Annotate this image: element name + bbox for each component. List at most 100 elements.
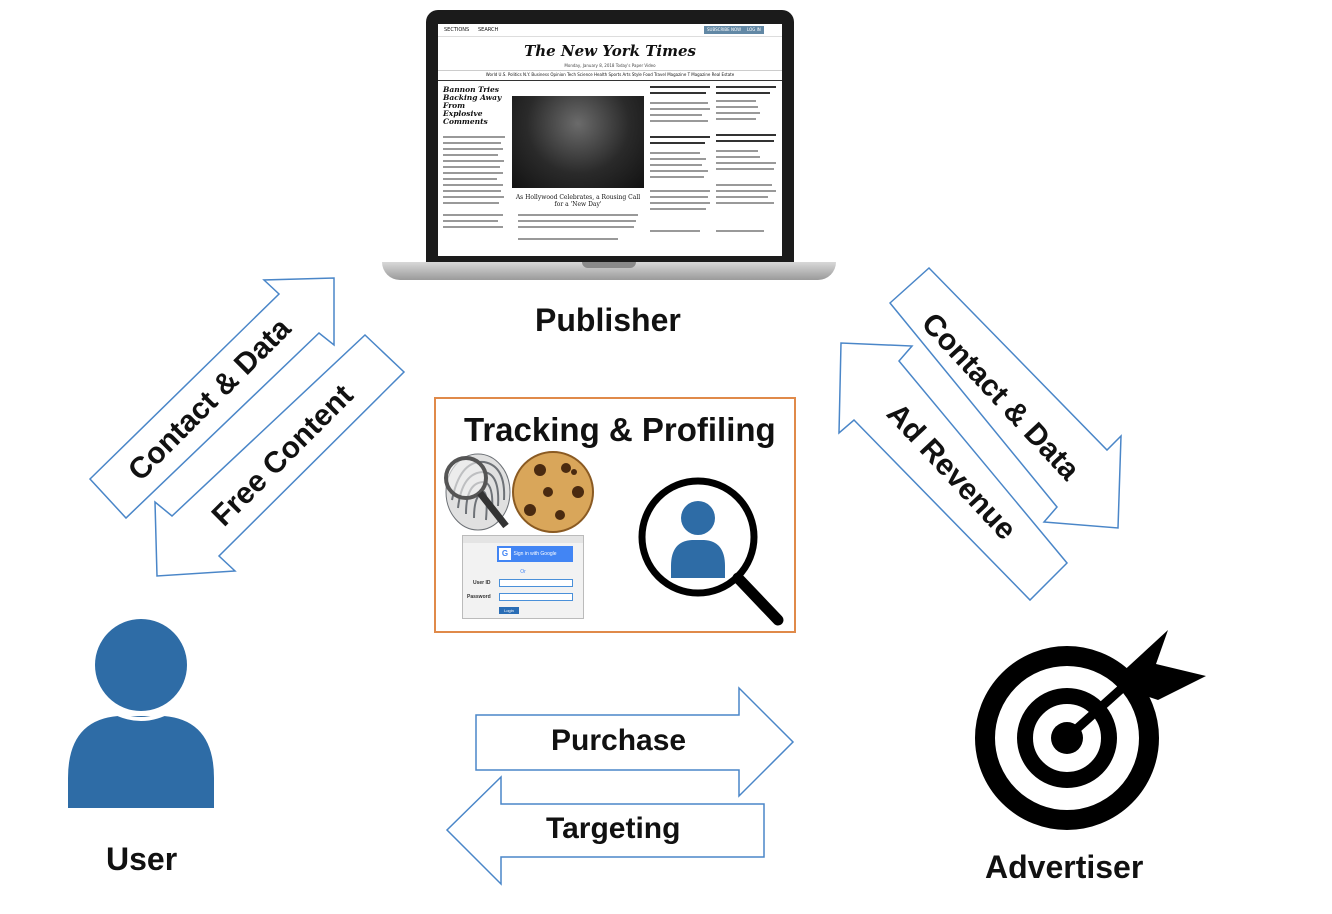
user-id-field (499, 579, 573, 587)
advertiser-label: Advertiser (985, 849, 1144, 885)
text-line (650, 102, 708, 104)
google-g-icon: G (499, 548, 511, 560)
nyt-search-link: SEARCH (478, 27, 499, 33)
text-line (716, 100, 756, 102)
text-line (443, 154, 498, 156)
text-line (650, 136, 710, 138)
google-signin-button: Sign in with Google (497, 546, 573, 562)
nyt-lead-photo (512, 96, 644, 188)
text-line (650, 230, 700, 232)
nyt-top-bar: SECTIONS SEARCH SUBSCRIBE NOW LOG IN (438, 24, 782, 37)
login-button: Login (499, 607, 519, 614)
text-line (443, 160, 504, 162)
text-line (650, 164, 702, 166)
text-line (443, 184, 503, 186)
cookie-icon (512, 451, 594, 533)
text-line (443, 172, 503, 174)
text-line (518, 226, 634, 228)
text-line (518, 214, 638, 216)
text-line (716, 190, 776, 192)
text-line (443, 136, 505, 138)
publisher-label: Publisher (535, 302, 681, 338)
text-line (650, 170, 708, 172)
text-line (716, 140, 774, 142)
fingerprint-magnifier-icon (444, 453, 511, 531)
user-id-label: User ID (473, 580, 491, 586)
text-line (716, 106, 758, 108)
text-line (716, 230, 764, 232)
arrow-label-targeting: Targeting (546, 812, 681, 845)
text-line (650, 176, 704, 178)
arrow-user-to-advertiser (475, 686, 795, 798)
nyt-masthead: The New York Times (524, 42, 696, 60)
text-line (716, 134, 776, 136)
arrow-publisher-to-advertiser (888, 266, 1122, 529)
text-line (650, 86, 710, 88)
google-signin-label: Sign in with Google (513, 551, 557, 557)
text-line (443, 166, 500, 168)
text-line (716, 168, 774, 170)
user-person-icon (68, 619, 214, 808)
text-line (443, 148, 503, 150)
nyt-homepage: SECTIONS SEARCH SUBSCRIBE NOW LOG IN The… (438, 24, 782, 256)
nyt-lead-headline: Bannon Tries Backing Away From Explosive… (443, 85, 502, 126)
laptop-base (382, 262, 836, 280)
nyt-login-button: LOG IN (744, 26, 764, 34)
text-line (443, 202, 499, 204)
text-line (650, 152, 700, 154)
text-line (650, 190, 710, 192)
tracking-profiling-box (434, 397, 796, 633)
user-label: User (106, 841, 178, 877)
login-form-screenshot: Sign in with Google G Or User ID Passwor… (462, 535, 584, 619)
text-line (443, 214, 503, 216)
text-line (650, 92, 706, 94)
text-line (443, 190, 501, 192)
advertiser-target-icon (975, 630, 1206, 830)
text-line (443, 226, 503, 228)
text-line (443, 178, 497, 180)
profile-search-icon (638, 477, 784, 626)
text-line (443, 142, 501, 144)
text-line (443, 196, 504, 198)
text-line (650, 208, 706, 210)
text-line (650, 142, 705, 144)
text-line (518, 238, 618, 240)
text-line (716, 150, 758, 152)
arrow-advertiser-to-publisher (838, 342, 1069, 602)
text-line (716, 118, 756, 120)
text-line (650, 158, 706, 160)
text-line (716, 156, 760, 158)
text-line (716, 86, 776, 88)
nyt-dateline: Monday, January 8, 2018 Today's Paper Vi… (438, 63, 782, 71)
laptop-notch (582, 262, 636, 268)
laptop-screen: SECTIONS SEARCH SUBSCRIBE NOW LOG IN The… (426, 10, 794, 262)
text-line (716, 92, 770, 94)
nyt-subscribe-button: SUBSCRIBE NOW (704, 26, 745, 34)
login-or-text: Or (520, 569, 526, 575)
arrow-label-purchase: Purchase (551, 724, 687, 757)
password-label: Password (467, 594, 491, 600)
publisher-laptop: SECTIONS SEARCH SUBSCRIBE NOW LOG IN The… (382, 10, 836, 282)
password-field (499, 593, 573, 601)
text-line (518, 220, 636, 222)
nyt-sections-link: SECTIONS (444, 27, 470, 33)
text-line (716, 196, 768, 198)
arrow-user-to-publisher (88, 277, 335, 520)
text-line (650, 108, 710, 110)
nyt-section-nav: World U.S. Politics N.Y. Business Opinio… (438, 72, 782, 81)
text-line (716, 162, 776, 164)
tracking-profiling-title: Tracking & Profiling (464, 411, 776, 448)
text-line (716, 184, 772, 186)
arrow-advertiser-to-user (445, 775, 765, 886)
text-line (650, 196, 708, 198)
text-line (650, 114, 702, 116)
text-line (443, 220, 498, 222)
nyt-photo-caption: As Hollywood Celebrates, a Rousing Call … (515, 194, 641, 208)
text-line (716, 202, 774, 204)
login-window-titlebar (463, 536, 583, 543)
text-line (716, 112, 760, 114)
text-line (650, 202, 710, 204)
arrow-publisher-to-user (154, 333, 406, 577)
text-line (650, 120, 708, 122)
